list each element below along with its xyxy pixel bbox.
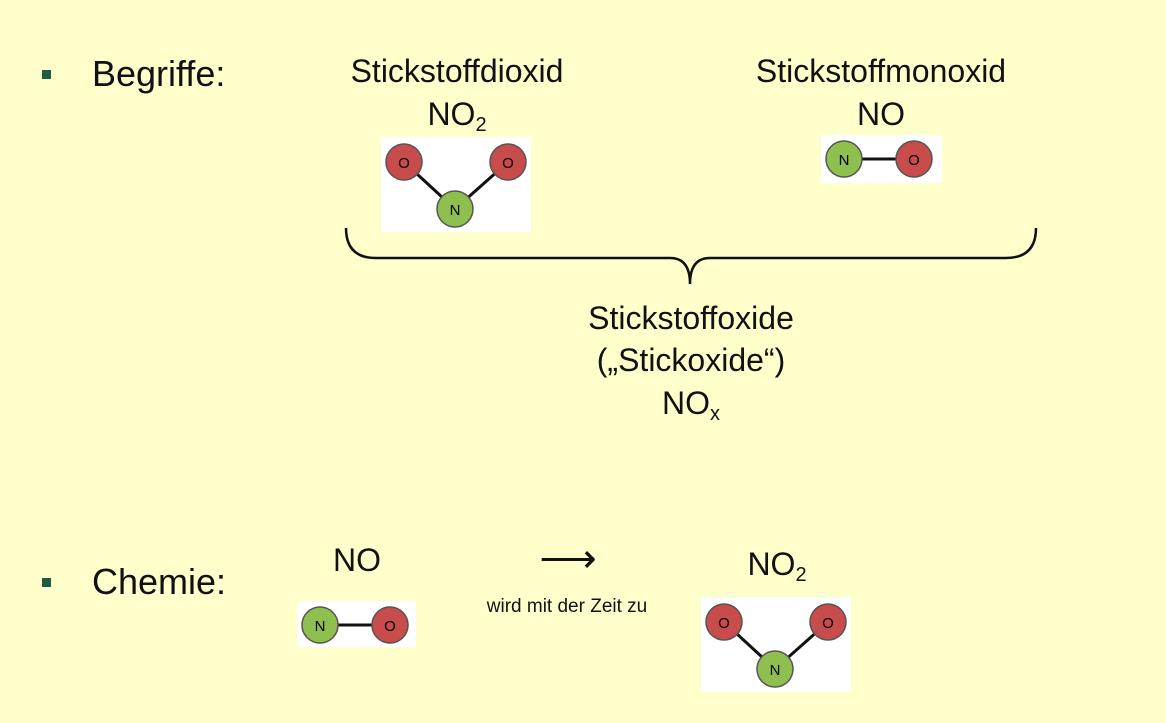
product-formula: NO2 xyxy=(697,546,857,593)
nitrogen-atom xyxy=(436,190,474,228)
oxygen-atom xyxy=(371,606,409,644)
term-stickstoffoxide: Stickstoffoxide xyxy=(588,300,794,336)
formula-monoxid: NO xyxy=(857,96,905,132)
molecule-no2-bottom-svg: O O N xyxy=(705,603,847,688)
oxygen-atom-label: O xyxy=(502,155,514,172)
reaction-arrow: ⟶ xyxy=(539,537,597,581)
nitrogen-atom xyxy=(825,140,863,178)
molecule-no-top-svg: N O xyxy=(825,140,933,178)
oxygen-atom-label: O xyxy=(384,618,396,635)
oxygen-atom xyxy=(809,603,847,641)
nitrogen-atom-label: N xyxy=(770,662,781,679)
oxygen-atom-label: O xyxy=(822,615,834,632)
molecule-no-top: N O xyxy=(821,135,942,183)
formula-dioxid-sub: 2 xyxy=(475,114,487,136)
reactant-formula: NO xyxy=(333,542,381,578)
oxygen-atom xyxy=(895,140,933,178)
oxygen-atom-label: O xyxy=(908,152,920,169)
molecule-no-bottom-svg: N O xyxy=(301,606,409,644)
nitrogen-atom xyxy=(301,606,339,644)
formula-nox-sub: x xyxy=(710,403,720,425)
formula-dioxid: NO2 xyxy=(377,96,537,143)
term-dioxid: Stickstoffdioxid xyxy=(350,53,564,89)
heading-chemie: Chemie: xyxy=(92,561,227,602)
oxygen-atom xyxy=(385,143,423,181)
reaction-description: wird mit der Zeit zu xyxy=(486,596,648,617)
product-formula-sub: 2 xyxy=(795,564,807,586)
nitrogen-atom xyxy=(756,650,794,688)
product-formula-main: NO xyxy=(747,546,796,582)
molecule-no2-top: O O N xyxy=(381,137,531,232)
oxygen-atom-label: O xyxy=(398,155,410,172)
molecule-no2-bottom: O O N xyxy=(701,597,851,692)
heading-begriffe: Begriffe: xyxy=(92,53,226,94)
formula-dioxid-main: NO xyxy=(427,96,476,132)
oxygen-atom-label: O xyxy=(718,615,730,632)
formula-nox-main: NO xyxy=(662,385,710,421)
oxygen-atom xyxy=(489,143,527,181)
bullet-chemie xyxy=(42,578,51,587)
molecule-no2-top-svg: O O N xyxy=(385,143,527,228)
bullet-begriffe xyxy=(42,70,51,79)
nitrogen-atom-label: N xyxy=(839,152,850,169)
term-stickoxide-alias: („Stickoxide“) xyxy=(596,342,786,378)
nitrogen-atom-label: N xyxy=(450,202,461,219)
curly-brace-path xyxy=(344,227,1038,285)
nitrogen-atom-label: N xyxy=(315,618,326,635)
term-monoxid: Stickstoffmonoxid xyxy=(755,53,1007,89)
curly-brace xyxy=(344,227,1038,285)
oxygen-atom xyxy=(705,603,743,641)
formula-nox: NOx xyxy=(611,385,771,432)
molecule-no-bottom: N O xyxy=(297,601,416,647)
